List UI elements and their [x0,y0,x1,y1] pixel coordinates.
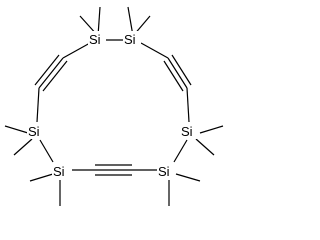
methyl-bond [195,138,215,156]
c-si-bond [186,87,190,123]
methyl-bond [4,125,29,134]
si-si-bond-right [173,139,188,163]
methyl-bond [13,138,33,156]
si-c-bond [140,42,169,59]
atom-label-si-left: Si [28,124,40,139]
methyl-bond [29,173,54,182]
methyl-bond [175,173,201,182]
si-c-bond [62,42,91,59]
triple-bond-bottom [95,164,132,176]
molecule-structure-diagram: Si Si Si Si Si Si [4,6,224,206]
methyl-bond [199,125,224,134]
c-si-bond [36,87,40,123]
atom-label-si-bottom-right: Si [158,164,170,179]
atom-label-si-top-left: Si [89,32,101,47]
si-si-bond-left [39,139,54,163]
atom-label-si-top-right: Si [124,32,136,47]
triple-bond-right [163,54,192,92]
atom-labels: Si Si Si Si Si Si [27,31,198,179]
triple-bond-left [34,54,68,92]
bond-lines [4,6,224,206]
atom-label-si-bottom-left: Si [53,164,65,179]
atom-label-si-right: Si [181,124,193,139]
